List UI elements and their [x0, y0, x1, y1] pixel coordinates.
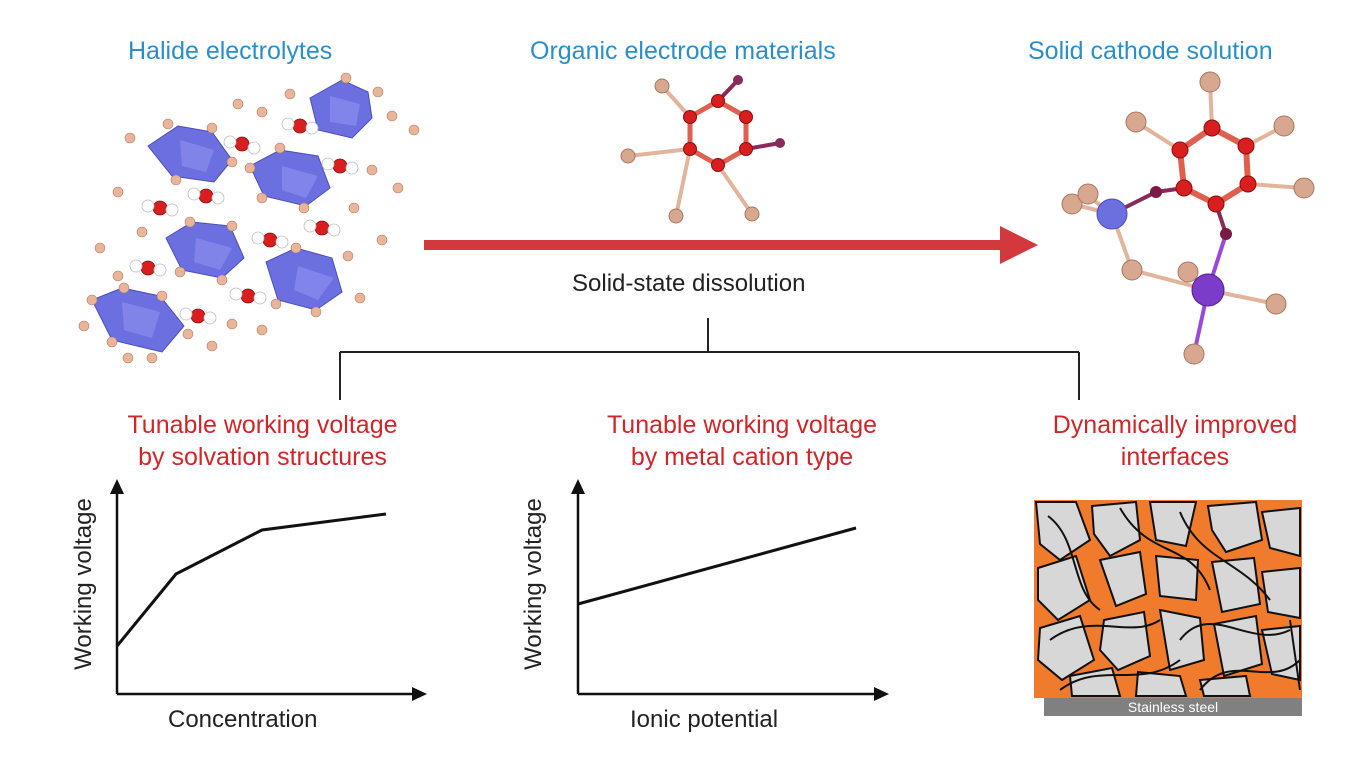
panel-2-y-axis-label: Working voltage: [520, 498, 547, 670]
panel-2-title: Tunable working voltage by metal cation …: [578, 409, 906, 473]
y-axis-arrowhead: [110, 479, 124, 494]
panel-1-title: Tunable working voltage by solvation str…: [100, 409, 425, 473]
right-arrow-icon: [424, 226, 1038, 264]
panel-2-title-line2: by metal cation type: [630, 443, 854, 471]
composite-electrode-icon: [1034, 500, 1302, 716]
panel-1-title-line2: by solvation structures: [138, 443, 387, 471]
stainless-steel-bar: [1044, 698, 1302, 716]
panel-1-x-axis-label: Concentration: [168, 706, 318, 733]
solid-solution-molecule-icon: [1061, 71, 1315, 365]
solid-cathode-solution-title: Solid cathode solution: [1028, 37, 1273, 65]
panel-2-title-line1: Tunable working voltage: [606, 411, 878, 439]
process-label: Solid-state dissolution: [572, 270, 806, 297]
halide-crystal-structure-icon: [78, 72, 420, 364]
x-axis-arrowhead: [874, 687, 889, 701]
panel-1-y-axis-label: Working voltage: [70, 498, 97, 670]
organic-electrode-materials-title: Organic electrode materials: [530, 37, 836, 65]
organic-molecule-icon: [620, 75, 785, 224]
panel-1-title-line1: Tunable working voltage: [127, 411, 398, 439]
connector-bracket: [339, 318, 1080, 400]
cation-voltage-graph: [571, 479, 889, 701]
panel-3-title-line2: interfaces: [1120, 443, 1230, 471]
solvation-voltage-graph: [110, 479, 427, 701]
y-axis-arrowhead: [571, 479, 585, 494]
voltage-line: [577, 526, 857, 606]
panel-2-x-axis-label: Ionic potential: [630, 706, 779, 733]
x-axis-arrowhead: [412, 687, 427, 701]
voltage-curve: [115, 512, 387, 647]
stainless-steel-label: Stainless steel: [1127, 699, 1219, 715]
halide-electrolytes-title: Halide electrolytes: [128, 37, 333, 65]
panel-3-title: Dynamically improved interfaces: [1026, 409, 1324, 473]
panel-3-title-line1: Dynamically improved: [1052, 411, 1298, 439]
